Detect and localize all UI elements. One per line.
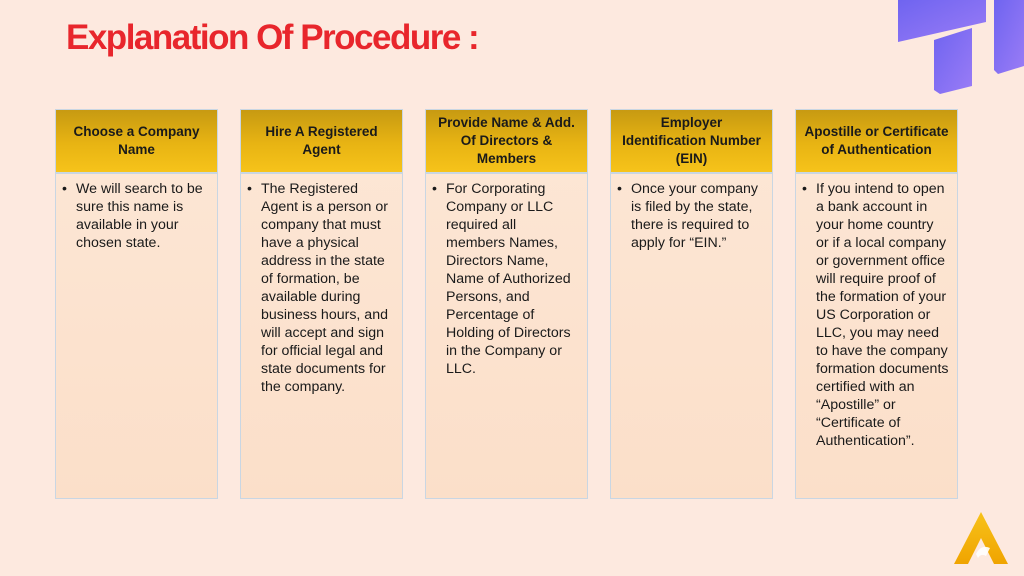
bullet: • [802,181,807,197]
card-header-label: Employer Identification Number (EIN) [622,115,761,166]
card-header-label: Choose a Company Name [73,124,200,157]
card-body: • The Registered Agent is a person or co… [241,174,402,396]
card-header-label: Provide Name & Add. Of Directors & Membe… [438,115,575,166]
procedure-card: Provide Name & Add. Of Directors & Membe… [425,109,588,499]
card-header: Apostille or Certificate of Authenticati… [796,110,957,174]
card-body: • If you intend to open a bank account i… [796,174,957,450]
card-header-label: Hire A Registered Agent [265,124,378,157]
card-text: The Registered Agent is a person or comp… [261,181,388,395]
card-text: We will search to be sure this name is a… [76,181,203,251]
card-header: Employer Identification Number (EIN) [611,110,772,174]
card-header: Provide Name & Add. Of Directors & Membe… [426,110,587,174]
card-body: • For Corporating Company or LLC require… [426,174,587,378]
page-title: Explanation Of Procedure : [66,18,480,57]
brand-logo-icon [890,0,1024,101]
procedure-card: Employer Identification Number (EIN) • O… [610,109,773,499]
procedure-card: Apostille or Certificate of Authenticati… [795,109,958,499]
bullet: • [247,181,252,197]
card-text: For Corporating Company or LLC required … [446,181,571,377]
card-header: Choose a Company Name [56,110,217,174]
card-body: • We will search to be sure this name is… [56,174,217,252]
procedure-card: Choose a Company Name • We will search t… [55,109,218,499]
procedure-card: Hire A Registered Agent • The Registered… [240,109,403,499]
card-text: Once your company is filed by the state,… [631,181,758,251]
card-body: • Once your company is filed by the stat… [611,174,772,252]
card-text: If you intend to open a bank account in … [816,181,949,449]
bullet: • [432,181,437,197]
card-header-label: Apostille or Certificate of Authenticati… [804,124,949,157]
bullet: • [617,181,622,197]
bullet: • [62,181,67,197]
card-header: Hire A Registered Agent [241,110,402,174]
procedure-columns: Choose a Company Name • We will search t… [55,109,958,499]
a-logo-icon [950,510,1012,573]
